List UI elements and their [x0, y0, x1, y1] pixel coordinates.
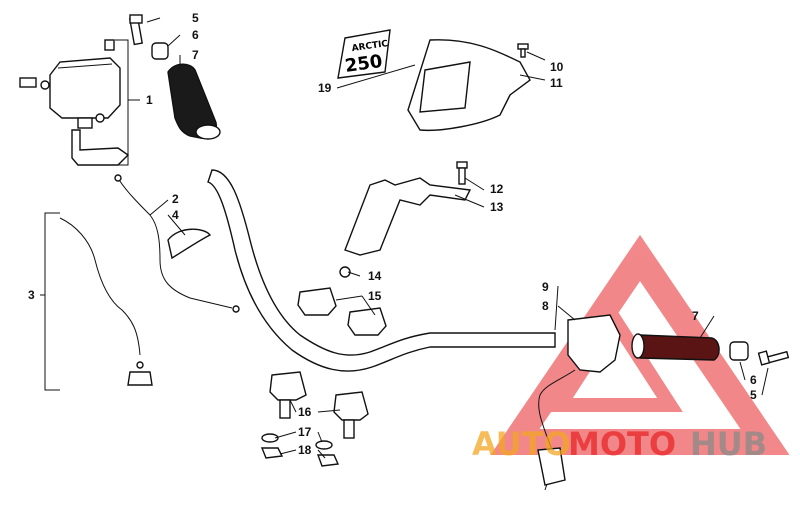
watermark-text: AUTO MOTO HUB: [472, 425, 767, 463]
callout-8: 8: [542, 299, 549, 313]
bolt-right: [757, 350, 790, 366]
callout-18: 18: [298, 443, 312, 457]
watermark-hub: HUB: [690, 425, 767, 463]
watermark-moto: MOTO: [568, 425, 676, 463]
grip-left: [167, 63, 221, 140]
callout-6-right: 6: [750, 373, 757, 387]
callout-12: 12: [490, 182, 504, 196]
callout-7-top: 7: [192, 48, 199, 62]
watermark-auto: AUTO: [472, 425, 571, 463]
callout-17: 17: [298, 425, 312, 439]
callout-16: 16: [298, 405, 312, 419]
lower-clamp-left: [269, 371, 307, 419]
upper-clamp-right: [347, 307, 387, 336]
callout-19: 19: [318, 81, 332, 95]
callout-9: 9: [542, 280, 549, 294]
washers-17: [261, 433, 333, 450]
callout-14: 14: [368, 269, 382, 283]
callout-11: 11: [550, 76, 563, 90]
upper-clamp-left: [297, 287, 337, 316]
headlight-bracket: [344, 177, 472, 256]
nuts-18: [260, 447, 340, 467]
screw-12: [456, 161, 468, 185]
callout-1: 1: [146, 93, 153, 107]
callout-3: 3: [28, 288, 35, 302]
headlight-cover: [407, 39, 531, 132]
decal-number-text: 250: [344, 51, 384, 77]
grip-right: [631, 333, 720, 361]
nut-14: [339, 266, 351, 278]
callout-4: 4: [172, 208, 179, 222]
callout-2: 2: [172, 192, 179, 206]
callout-5-top: 5: [192, 11, 199, 25]
handlebar: [207, 169, 556, 372]
decal: ARCTIC 250: [337, 29, 391, 79]
switch-housing: [537, 314, 621, 491]
bushing-top: [151, 42, 169, 60]
callout-5-right: 5: [750, 388, 757, 402]
bracket-1: [115, 39, 129, 166]
lower-clamp-right: [333, 391, 369, 439]
callout-13: 13: [490, 200, 504, 214]
screw-10: [517, 43, 529, 58]
callout-6-top: 6: [192, 28, 199, 42]
bracket-3: [44, 212, 60, 391]
endcap-right: [729, 341, 749, 361]
callouts: 1 2 3 4 5 6 7 8 9 10 11 12 13 14 15 16 1…: [28, 11, 757, 457]
callout-7-right: 7: [692, 309, 699, 323]
callout-15: 15: [368, 289, 382, 303]
throttle-housing: [19, 39, 130, 166]
leader-lines: [40, 17, 769, 459]
bolt-top: [128, 14, 144, 46]
callout-10: 10: [550, 60, 564, 74]
choke-cable: [59, 217, 153, 386]
